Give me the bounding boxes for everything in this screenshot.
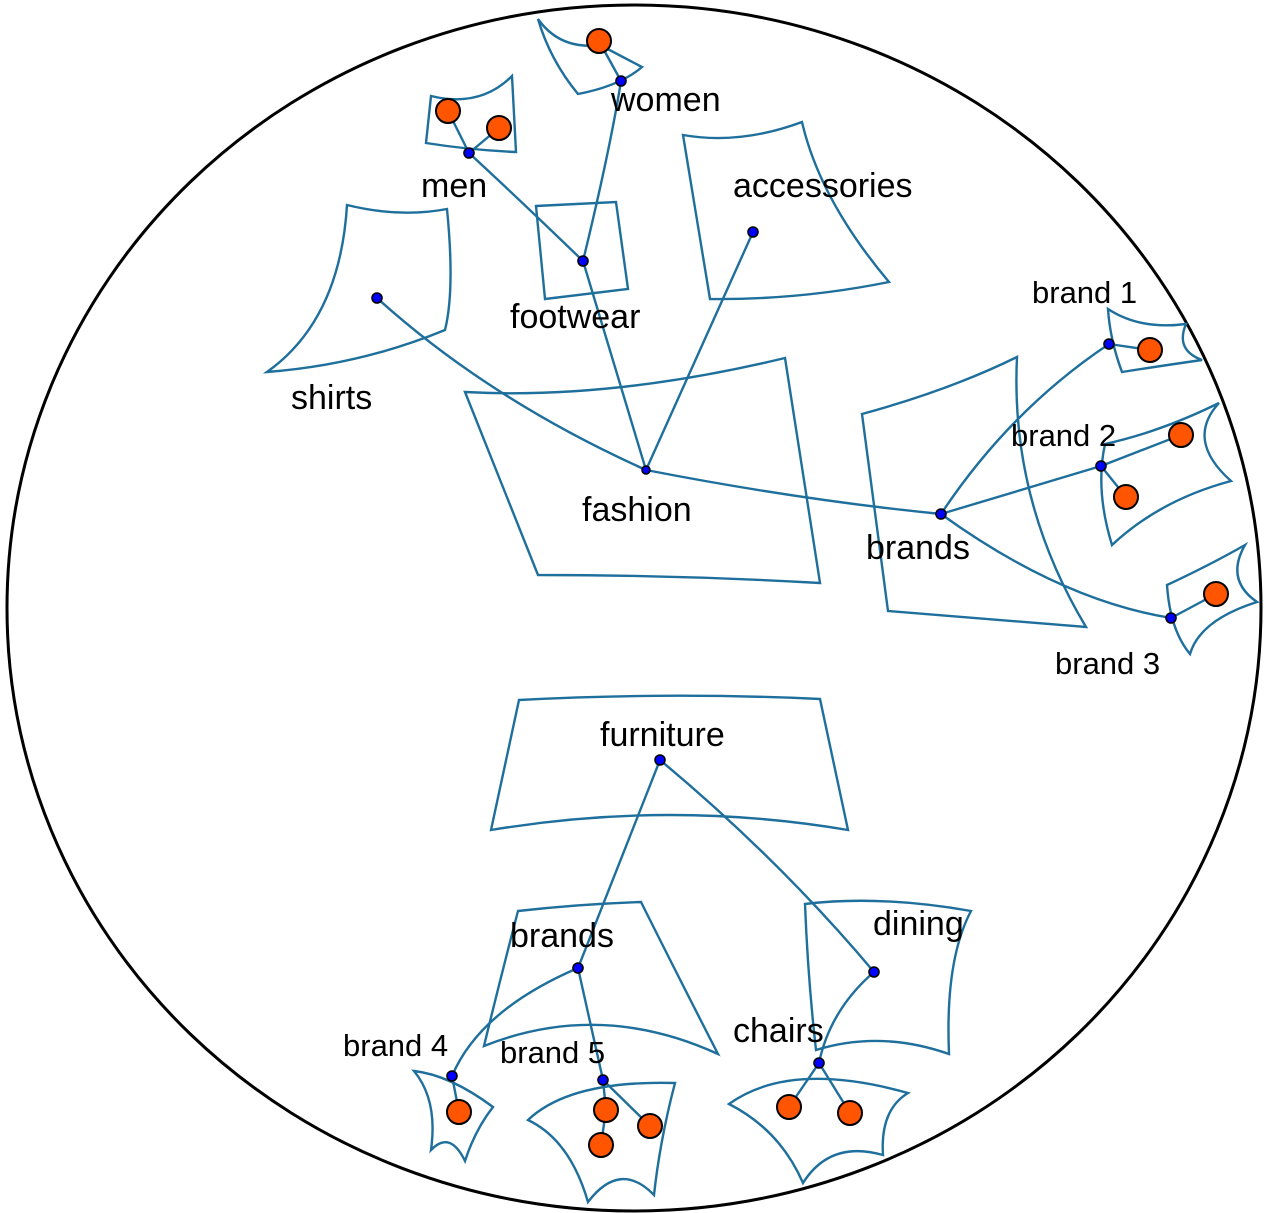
node-fashion[interactable] (641, 465, 651, 475)
label-brand2: brand 2 (1011, 418, 1116, 453)
edge-brands-brand4 (450, 966, 579, 1077)
leaf-chairs-1[interactable] (776, 1094, 802, 1120)
leaf-brand1-1[interactable] (1137, 337, 1163, 363)
label-chairs: chairs (733, 1012, 824, 1050)
region-chairs (726, 1077, 911, 1186)
edge-brand2-leaf1 (1100, 433, 1182, 468)
label-shirts: shirts (291, 379, 372, 417)
edge-brands-brand5 (576, 967, 605, 1081)
label-furniture: furniture (600, 716, 725, 754)
label-dining: dining (873, 905, 964, 943)
region-women (536, 18, 645, 96)
label-brand3: brand 3 (1055, 646, 1160, 681)
label-brands-furniture: brands (510, 917, 614, 955)
region-brand5 (525, 1081, 677, 1205)
edge-footwear-men (468, 152, 584, 262)
leaf-brand5-1[interactable] (593, 1097, 619, 1123)
label-men: men (421, 167, 487, 205)
label-footwear: footwear (510, 298, 640, 336)
leaf-women-1[interactable] (586, 28, 612, 54)
edge-brands-brand1 (940, 343, 1110, 515)
leaf-brand2-1[interactable] (1168, 422, 1194, 448)
leaf-brand5-2[interactable] (588, 1132, 614, 1158)
region-brands-furniture (482, 900, 721, 1057)
node-shirts[interactable] (371, 292, 383, 304)
edge-brands-brand3 (940, 513, 1172, 620)
node-men[interactable] (463, 147, 475, 159)
node-footwear[interactable] (577, 255, 589, 267)
leaf-brand3-1[interactable] (1203, 581, 1229, 607)
node-brand3[interactable] (1165, 612, 1177, 624)
edge-fashion-shirts (376, 297, 647, 472)
label-brand1: brand 1 (1032, 275, 1137, 310)
node-brands-furniture[interactable] (572, 962, 584, 974)
node-dining[interactable] (868, 966, 880, 978)
node-brand1[interactable] (1103, 338, 1115, 350)
edge-dining-chairs (817, 971, 875, 1064)
label-fashion: fashion (582, 491, 692, 529)
leaf-brand2-2[interactable] (1113, 484, 1139, 510)
edge-brands-brand2 (940, 464, 1102, 516)
region-brand1 (1106, 306, 1203, 374)
region-men (424, 73, 518, 154)
node-brand5[interactable] (597, 1074, 609, 1086)
region-furniture (489, 694, 850, 832)
edge-fashion-brands (645, 468, 942, 516)
edge-fashion-accessories (644, 231, 755, 471)
leaf-men-2[interactable] (486, 115, 512, 141)
leaf-men-1[interactable] (435, 98, 461, 124)
label-accessories: accessories (733, 167, 913, 205)
edge-furniture-brands (576, 759, 662, 969)
region-fashion (463, 356, 822, 585)
region-footwear (534, 200, 630, 301)
node-women[interactable] (615, 75, 627, 87)
region-brand3 (1165, 541, 1260, 657)
region-brands-fashion (860, 355, 1089, 629)
region-accessories (681, 120, 892, 301)
region-shirts (262, 203, 452, 374)
node-brands-fashion[interactable] (935, 508, 947, 520)
node-furniture[interactable] (654, 754, 666, 766)
label-brand5: brand 5 (500, 1035, 605, 1070)
region-brand4 (411, 1069, 495, 1165)
region-dining (803, 899, 973, 1056)
poincare-disk-boundary (5, 3, 1263, 1213)
edge-furniture-dining (659, 759, 875, 973)
edge-footwear-women (581, 80, 623, 262)
label-brand4: brand 4 (343, 1028, 448, 1063)
region-brand2 (1100, 401, 1234, 548)
leaf-chairs-2[interactable] (837, 1100, 863, 1126)
node-accessories[interactable] (747, 226, 759, 238)
edge-fashion-footwear (581, 260, 648, 471)
label-women: women (610, 81, 721, 119)
node-chairs[interactable] (813, 1057, 825, 1069)
label-brands-fashion: brands (866, 529, 970, 567)
leaf-brand4-1[interactable] (446, 1099, 472, 1125)
node-brand2[interactable] (1095, 460, 1107, 472)
node-brand4[interactable] (446, 1070, 458, 1082)
leaf-brand5-3[interactable] (637, 1113, 663, 1139)
